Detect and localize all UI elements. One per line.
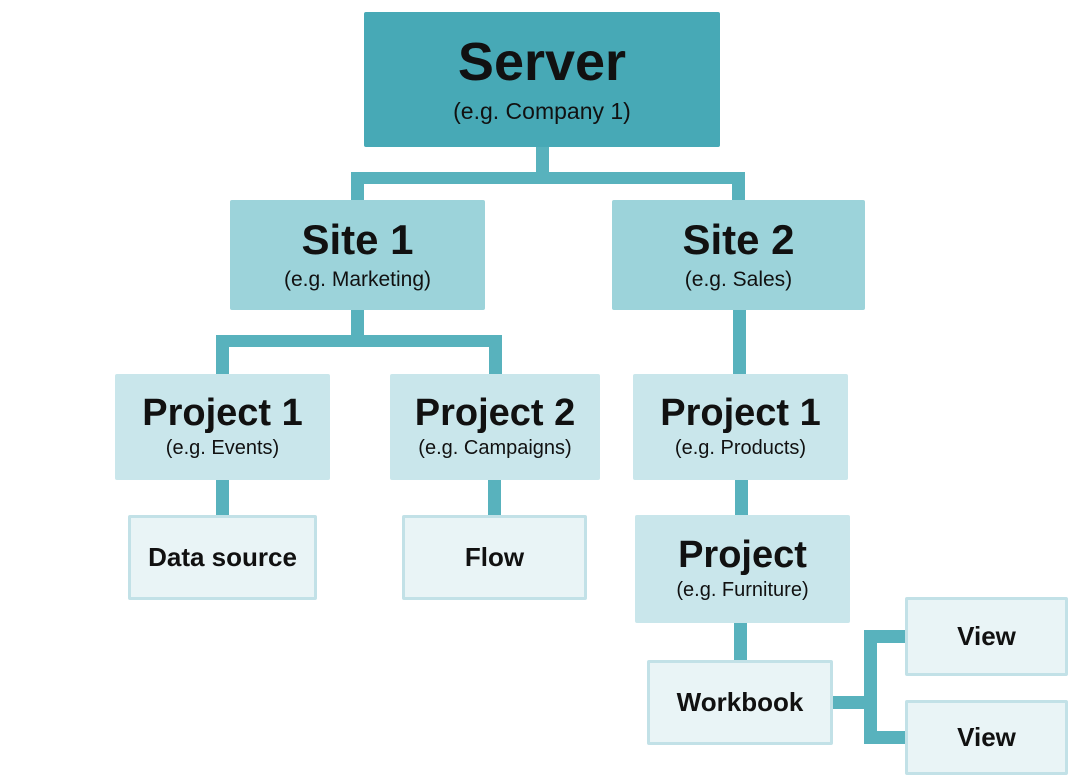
connector-site2-riser — [732, 172, 745, 200]
node-workbook-label: Workbook — [676, 687, 804, 717]
node-data-source-label: Data source — [148, 542, 297, 572]
node-site2-project-1-title: Project 1 — [660, 392, 821, 435]
connector-views-trunk — [864, 630, 877, 744]
connector-project1-riser — [216, 335, 229, 374]
connector-project-workbook — [734, 623, 747, 660]
connector-project1-project — [735, 480, 748, 515]
node-view-bottom-label: View — [957, 722, 1016, 752]
node-flow-label: Flow — [464, 542, 525, 572]
node-data-source: Data source — [128, 515, 317, 600]
node-site1-project-2: Project 2 (e.g. Campaigns) — [390, 374, 600, 480]
node-site-2-title: Site 2 — [682, 216, 795, 264]
node-server-subtitle: (e.g. Company 1) — [453, 97, 631, 124]
node-site-2-subtitle: (e.g. Sales) — [684, 267, 793, 291]
node-view-top-label: View — [957, 621, 1016, 651]
connector-project1-datasource — [216, 480, 229, 515]
connector-sites-bar — [351, 172, 745, 184]
connector-view-top-branch — [864, 630, 905, 643]
node-view-bottom: View — [905, 700, 1068, 775]
node-site-1-title: Site 1 — [301, 216, 414, 264]
node-site1-project-2-subtitle: (e.g. Campaigns) — [418, 436, 572, 459]
node-nested-project: Project (e.g. Furniture) — [635, 515, 850, 623]
node-site1-project-1-subtitle: (e.g. Events) — [165, 436, 280, 459]
node-site-1-subtitle: (e.g. Marketing) — [283, 267, 432, 291]
node-server-title: Server — [457, 32, 627, 93]
node-server: Server (e.g. Company 1) — [364, 12, 720, 147]
node-site2-project-1-subtitle: (e.g. Products) — [674, 436, 807, 459]
node-site1-project-1-title: Project 1 — [142, 392, 303, 435]
node-view-top: View — [905, 597, 1068, 676]
connector-project2-flow — [488, 480, 501, 515]
connector-project2-riser — [489, 335, 502, 374]
node-site-1: Site 1 (e.g. Marketing) — [230, 200, 485, 310]
connector-site1-riser — [351, 172, 364, 200]
node-nested-project-title: Project — [678, 534, 807, 577]
node-site1-project-2-title: Project 2 — [414, 392, 576, 435]
connector-site2-project1 — [733, 308, 746, 374]
node-workbook: Workbook — [647, 660, 833, 745]
node-site-2: Site 2 (e.g. Sales) — [612, 200, 865, 310]
node-site1-project-1: Project 1 (e.g. Events) — [115, 374, 330, 480]
node-nested-project-subtitle: (e.g. Furniture) — [676, 578, 809, 601]
node-site2-project-1: Project 1 (e.g. Products) — [633, 374, 848, 480]
connector-view-bottom-branch — [864, 731, 905, 744]
node-flow: Flow — [402, 515, 587, 600]
connector-projects-bar — [216, 335, 502, 347]
